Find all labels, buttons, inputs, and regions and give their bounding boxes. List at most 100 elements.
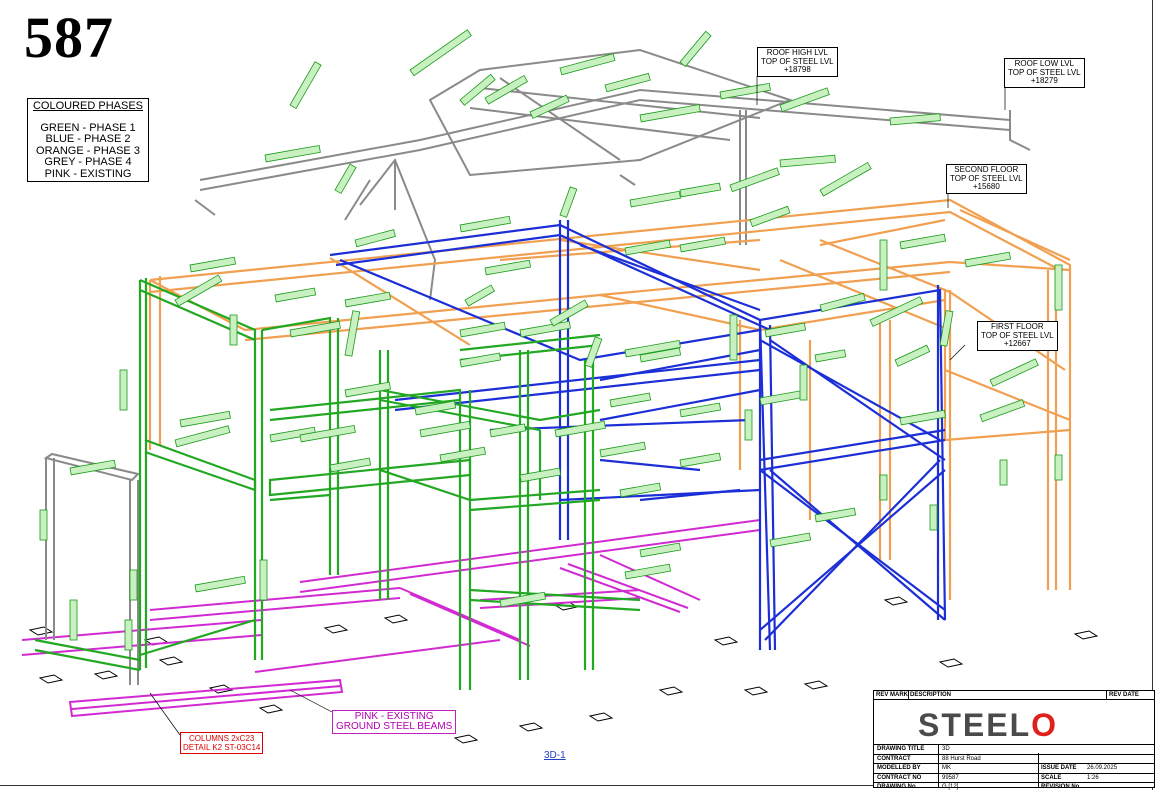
- legend-item-orange: ORANGE - PHASE 3: [36, 144, 140, 157]
- member-size-label: [484, 259, 531, 276]
- member-size-label: [819, 161, 872, 197]
- grey-phase-4-frame: [43, 48, 1031, 685]
- member-size-label: [124, 619, 133, 651]
- base-plate: [323, 624, 349, 634]
- rev-date-header: REV DATE: [1109, 692, 1139, 698]
- blue-phase-2-frame: [329, 220, 947, 651]
- member-size-label: [929, 504, 938, 531]
- member-size-label: [269, 426, 316, 443]
- member-size-label: [119, 369, 128, 411]
- member-size-label: [964, 251, 1011, 268]
- base-plate: [453, 734, 479, 744]
- base-plate: [208, 684, 234, 694]
- member-size-label: [409, 29, 472, 77]
- base-plate: [713, 636, 739, 646]
- member-size-label: [414, 400, 457, 416]
- title-block: REV MARK DESCRIPTION REV DATE STEELO DRA…: [873, 690, 1155, 790]
- member-size-label: [129, 569, 138, 601]
- sheet-border-bottom: [0, 785, 1153, 786]
- member-size-label: [329, 457, 372, 473]
- member-size-label: [624, 563, 671, 580]
- member-size-label: [584, 336, 603, 368]
- member-size-label: [194, 575, 246, 593]
- base-plate: [743, 686, 769, 696]
- member-size-label: [519, 320, 571, 338]
- base-plate: [38, 674, 64, 684]
- member-size-label: [39, 509, 48, 541]
- member-size-label: [229, 314, 238, 346]
- member-size-label: [679, 182, 722, 198]
- member-size-label: [599, 441, 646, 458]
- base-plate: [518, 722, 544, 732]
- member-size-label: [274, 287, 317, 303]
- member-size-label: [344, 381, 391, 398]
- member-size-label: [624, 239, 671, 256]
- member-size-label: [779, 87, 830, 113]
- member-size-label: [174, 425, 231, 448]
- steelo-logo: STEELO: [918, 707, 1059, 743]
- member-size-label: [979, 399, 1026, 423]
- member-size-label: [1054, 264, 1063, 311]
- member-size-label: [489, 423, 527, 438]
- member-size-label: [769, 532, 812, 548]
- member-size-label: [344, 291, 391, 308]
- description-header: DESCRIPTION: [910, 692, 952, 698]
- member-size-label: [334, 163, 357, 195]
- phase-legend: COLOURED PHASES GREEN - PHASE 1 BLUE - P…: [27, 98, 149, 182]
- member-size-label: [179, 410, 231, 428]
- member-size-label: [989, 358, 1039, 387]
- member-size-label: [814, 507, 857, 523]
- member-size-label: [744, 409, 753, 441]
- member-size-label: [439, 446, 486, 463]
- member-size-label: [889, 113, 941, 126]
- member-size-label: [729, 314, 738, 361]
- legend-title: COLOURED PHASES: [32, 100, 144, 112]
- member-size-label: [529, 94, 570, 119]
- member-size-label: [344, 310, 361, 357]
- member-size-label: [869, 296, 924, 327]
- member-size-label: [759, 389, 806, 406]
- legend-item-blue: BLUE - PHASE 2: [45, 133, 131, 145]
- member-size-label: [639, 104, 701, 123]
- member-size-label: [289, 61, 322, 110]
- member-size-label: [459, 352, 502, 368]
- member-size-label: [624, 339, 681, 358]
- base-plate: [93, 670, 119, 680]
- base-plate: [158, 656, 184, 666]
- member-size-label: [354, 229, 396, 248]
- member-size-label: [69, 459, 116, 476]
- member-size-label: [619, 482, 662, 498]
- member-size-label: [559, 186, 578, 218]
- page-number: 587: [24, 5, 114, 70]
- base-plate: [938, 658, 964, 668]
- member-size-label: [639, 542, 682, 558]
- member-size-label: [484, 74, 529, 105]
- member-size-label: [259, 559, 268, 601]
- member-size-label: [679, 452, 722, 468]
- member-size-label: [799, 364, 808, 401]
- member-size-label: [639, 347, 682, 363]
- orange-phase-3-frame: [148, 198, 1072, 600]
- member-labels: [39, 29, 1063, 651]
- member-size-label: [899, 409, 946, 426]
- base-plate: [28, 626, 54, 636]
- member-size-label: [264, 144, 321, 163]
- member-size-label: [609, 392, 652, 408]
- base-plate: [588, 712, 614, 722]
- view-label-link[interactable]: 3D-1: [544, 750, 566, 761]
- member-size-label: [554, 420, 606, 438]
- member-size-label: [894, 344, 931, 367]
- base-plate: [383, 614, 409, 624]
- base-plate: [803, 680, 829, 690]
- member-size-label: [764, 322, 807, 338]
- member-size-label: [559, 53, 616, 76]
- member-size-label: [679, 236, 726, 253]
